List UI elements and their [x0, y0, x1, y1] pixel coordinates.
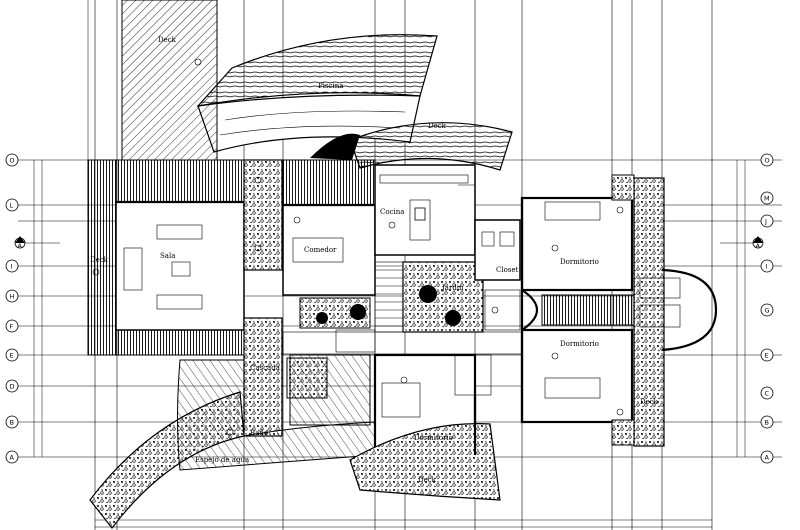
- grid-label-left-9: A: [10, 454, 15, 462]
- label-dorm-left: Dormitorio: [414, 434, 453, 442]
- espejo-deck: [177, 359, 376, 471]
- sala-room: [115, 201, 245, 331]
- label-dorm-top: Dormitorio: [560, 258, 599, 266]
- grid-label-left-4: H: [10, 293, 15, 301]
- dorm-top: [520, 196, 634, 292]
- label-deck-curve: Deck: [428, 122, 447, 130]
- grid-label-left-5: F: [10, 323, 14, 331]
- grid-label-right-4: I: [766, 263, 768, 271]
- label-piscina: Piscina: [318, 82, 343, 90]
- grid-label-left-1: O: [10, 157, 15, 165]
- grid-label-right-6: E: [765, 352, 769, 360]
- section-label-right: A: [756, 242, 761, 250]
- dorm-bottom: [520, 328, 634, 424]
- label-bano: Baño: [250, 429, 268, 437]
- grid-label-left-2: L: [10, 202, 14, 210]
- grid-label-right-8: B: [765, 419, 769, 427]
- grid-label-left-3: I: [11, 263, 13, 271]
- level-marks: [92, 58, 624, 436]
- deck-left: [87, 159, 117, 356]
- grid-label-left-8: B: [10, 419, 14, 427]
- passage: [541, 294, 635, 326]
- grid-label-left-7: D: [10, 383, 15, 391]
- label-cocina: Cocina: [380, 208, 404, 216]
- label-espejo: Espejo de agua: [195, 456, 249, 464]
- dimension-lines: [33, 0, 746, 528]
- label-deck-bottom: Deck: [418, 476, 437, 484]
- section-label-left: A: [18, 242, 23, 250]
- closet: [474, 219, 521, 281]
- deck-curve: [349, 122, 513, 171]
- grid-label-left-6: E: [10, 352, 14, 360]
- label-dorm-bottom: Dormitorio: [560, 340, 599, 348]
- label-comedor: Comedor: [304, 246, 337, 254]
- grid-label-right-2: M: [764, 195, 770, 203]
- label-deck-left: Deck: [90, 256, 109, 264]
- label-jardin: Jardin: [441, 284, 464, 292]
- label-cascada: Cascada: [250, 364, 280, 372]
- label-sala: Sala: [160, 252, 175, 260]
- grid-label-right-7: C: [765, 390, 770, 398]
- stone-column-lower: [243, 317, 283, 437]
- label-closet: Closet: [496, 266, 519, 274]
- deck-top: [121, 0, 218, 161]
- grid-label-right-5: G: [765, 307, 770, 315]
- grid-label-right-1: O: [765, 157, 770, 165]
- label-deck-top: Deck: [158, 36, 177, 44]
- grid-bubbles-right: O M J I G E C B A: [760, 153, 774, 464]
- label-deck-right: Deck: [640, 398, 659, 406]
- section-marker-left: A: [14, 236, 60, 250]
- deck-right: [633, 177, 665, 447]
- stone-column-upper: [243, 159, 283, 271]
- grid-bubbles-left: O L I H F E D B A: [5, 153, 19, 464]
- grid-label-right-9: A: [765, 454, 770, 462]
- grid-label-right-3: J: [764, 218, 767, 226]
- jardin: [402, 261, 484, 333]
- section-marker-right: A: [720, 236, 764, 250]
- deck-bottom: [349, 423, 501, 501]
